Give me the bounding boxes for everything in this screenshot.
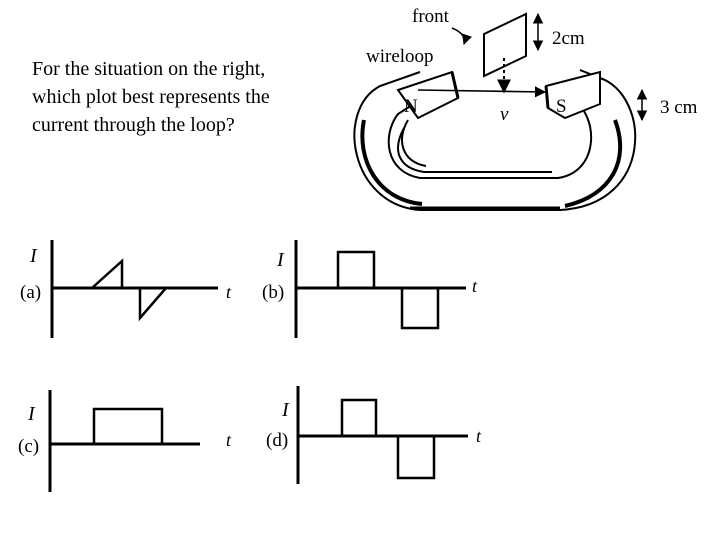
question-text: For the situation on the right, which pl… xyxy=(32,55,352,139)
question-line-1: For the situation on the right, xyxy=(32,58,266,80)
plot-a-y-label: I xyxy=(29,245,38,267)
plot-c-x-label: t xyxy=(226,430,232,450)
plot-b-y-label: I xyxy=(276,249,285,271)
plot-b xyxy=(294,240,466,338)
south-label: S xyxy=(556,96,567,117)
plot-a-x-label: t xyxy=(226,282,232,302)
plot-a-curve xyxy=(91,258,167,322)
plot-a xyxy=(50,240,218,338)
gap-size-label: 3 cm xyxy=(660,97,698,118)
plot-b-x-label: t xyxy=(472,276,478,296)
plot-b-label: (b) xyxy=(262,282,284,303)
front-arrow xyxy=(451,27,472,45)
plot-d-y-label: I xyxy=(281,399,290,421)
plot-a-label: (a) xyxy=(20,282,41,303)
plot-d-x-label: t xyxy=(476,426,482,446)
plot-c xyxy=(48,390,200,492)
front-label: front xyxy=(412,6,450,27)
plot-c-y-label: I xyxy=(27,403,36,425)
loop-size-label: 2cm xyxy=(552,28,585,49)
plot-b-curve xyxy=(336,250,440,330)
wireloop-label: wireloop xyxy=(366,46,434,67)
plot-d xyxy=(296,386,468,484)
wire-loop xyxy=(483,12,527,78)
south-pole xyxy=(544,70,601,120)
plot-d-curve xyxy=(340,398,436,480)
plot-d-label: (d) xyxy=(266,430,288,451)
field-arrow xyxy=(417,86,547,98)
question-line-3: current through the loop? xyxy=(32,114,235,136)
velocity-label: v xyxy=(500,104,509,125)
plot-c-curve xyxy=(92,407,164,444)
question-line-2: which plot best represents the xyxy=(32,86,270,108)
north-label: N xyxy=(404,96,418,117)
magnet-figure xyxy=(353,69,637,211)
magnet-inner-body xyxy=(387,95,592,179)
plot-c-label: (c) xyxy=(18,436,39,457)
magnet-outer-body xyxy=(353,69,637,211)
